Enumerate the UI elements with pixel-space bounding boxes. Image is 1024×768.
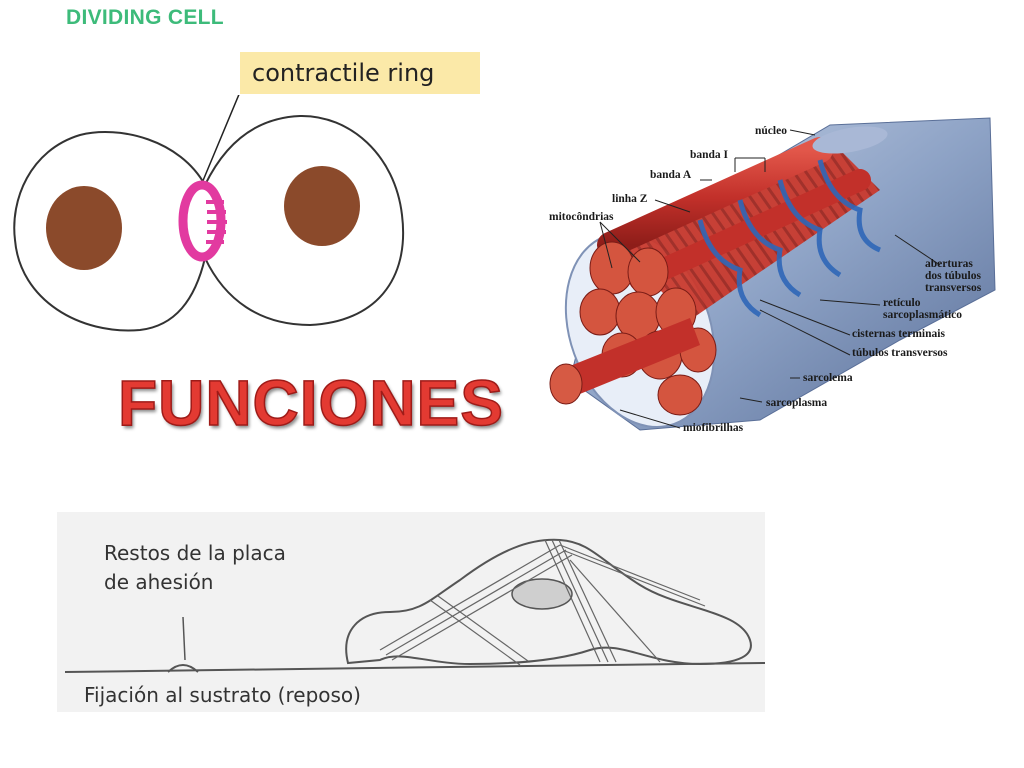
leader-lines [599, 129, 941, 429]
label-miofibrilhas: miofibrilhas [683, 422, 744, 434]
protruding-myofibril [560, 318, 700, 398]
adhesion-remnant [167, 664, 199, 673]
left-nucleus [46, 186, 122, 270]
cell-title: DIVIDING CELL [66, 6, 224, 29]
cell-outline [345, 538, 752, 666]
label-mitocondrias: mitocôndrias [549, 211, 614, 223]
label-banda-a: banda A [650, 169, 692, 181]
dividing-cell-diagram [13, 95, 405, 332]
ring-label: contractile ring [252, 59, 435, 87]
label-aberturas-1: aberturas [925, 258, 973, 270]
sketch-label-line1: Restos de la placa [104, 541, 286, 565]
ring-pointer-line [201, 95, 240, 184]
label-banda-i: banda I [690, 149, 729, 161]
sketch-label-line2: de ahesión [104, 570, 214, 594]
muscle-fiber-diagram [549, 117, 996, 431]
right-nucleus [284, 166, 360, 246]
label-reticulo-1: retículo [883, 297, 921, 309]
stress-fibers [379, 539, 706, 666]
label-linha-z: linha Z [612, 193, 648, 205]
label-nucleo: núcleo [755, 125, 787, 137]
label-aberturas-3: transversos [925, 282, 982, 294]
remnant-pointer [182, 616, 186, 661]
page-title: FUNCIONES [117, 366, 504, 440]
myofibril-mid [629, 169, 871, 291]
myofibril-top [597, 137, 833, 258]
label-reticulo-2: sarcoplasmático [883, 309, 963, 321]
nucleus [812, 126, 888, 154]
ring-label-box [240, 52, 480, 94]
sarcoplasmic-reticulum [697, 159, 882, 318]
label-sarcolema: sarcolema [803, 372, 853, 384]
sketch-background [57, 512, 765, 712]
cell-adhesion-sketch [64, 538, 765, 673]
label-cisternas: cisternas terminais [852, 328, 945, 340]
substrate-line [64, 662, 765, 673]
contractile-ring [178, 180, 227, 262]
label-aberturas-2: dos túbulos [925, 270, 981, 282]
label-tubulos: túbulos transversos [852, 347, 948, 359]
label-sarcoplasma: sarcoplasma [766, 397, 828, 409]
sketch-caption: Fijación al sustrato (reposo) [84, 683, 361, 707]
cell-nucleus [511, 578, 573, 610]
